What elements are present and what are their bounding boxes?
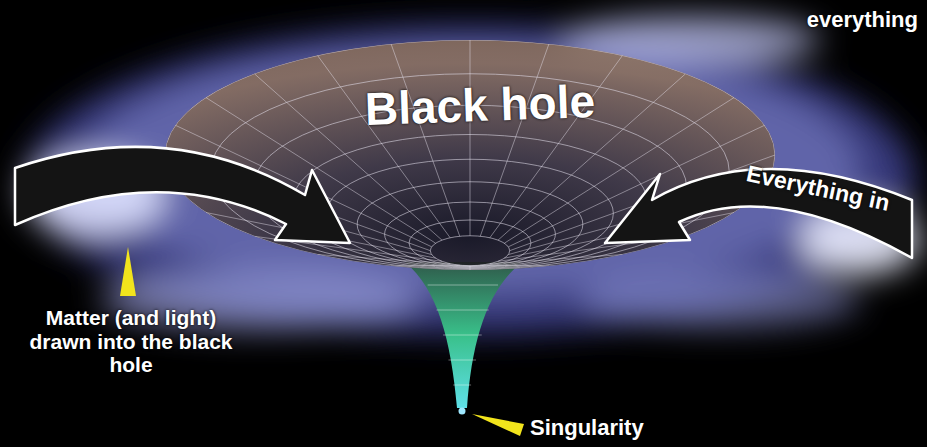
- grid-spoke: [470, 40, 471, 236]
- funnel-throat: [405, 262, 522, 408]
- grid-ring: [437, 310, 489, 311]
- grid-spoke: [391, 44, 460, 236]
- pointer-triangle: [120, 247, 136, 296]
- title-label: Black hole: [329, 75, 631, 137]
- grid-spoke: [480, 265, 549, 267]
- callout-label: Matter (and light) drawn into the black …: [28, 306, 234, 377]
- singularity-dot: [459, 408, 466, 415]
- grid-ring: [453, 385, 471, 386]
- throat-grid: [428, 285, 498, 385]
- grid-spoke: [480, 44, 549, 236]
- grid-spoke: [391, 265, 460, 267]
- grid-ring: [443, 335, 482, 336]
- grid-ring: [430, 236, 509, 266]
- grid-spoke: [470, 266, 471, 270]
- grid-ring: [428, 285, 498, 286]
- grid-spoke: [490, 255, 623, 264]
- callout-label: Singularity: [530, 416, 690, 441]
- arrow-label: Everything in: [727, 158, 908, 221]
- pointer-triangle: [472, 414, 524, 436]
- grid-ring: [448, 360, 476, 361]
- left-arrow: [15, 147, 350, 243]
- caption-fragment: everything: [780, 8, 918, 33]
- grid-spoke: [318, 255, 451, 264]
